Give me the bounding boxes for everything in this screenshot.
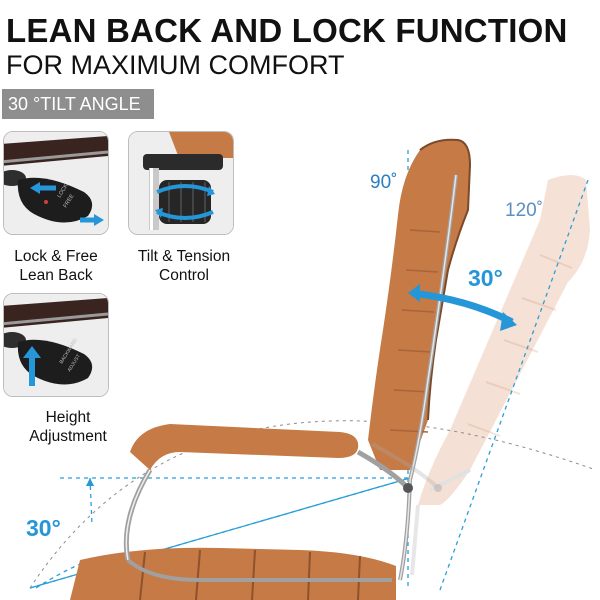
subheadline: FOR MAXIMUM COMFORT <box>6 50 345 80</box>
angle-label-120: 120˚ <box>505 200 544 221</box>
angle-label-recline: 30° <box>468 265 503 291</box>
upright-chair <box>368 138 472 581</box>
feature-tile-height: BACKWARD ADJUST <box>3 293 109 397</box>
ghost-armrest <box>371 442 442 492</box>
feature-caption-lock-line2: Lean Back <box>19 267 93 284</box>
feature-tile-tension <box>128 131 234 235</box>
tension-knob-icon <box>129 132 233 234</box>
reclined-chair-ghost-stripes <box>467 254 573 437</box>
feature-caption-height: Height Adjustment <box>3 408 133 446</box>
height-lever-icon: BACKWARD ADJUST <box>4 294 108 396</box>
lock-lever-icon: LOCK FREE <box>4 132 108 234</box>
feature-caption-lock-line1: Lock & Free <box>14 248 98 265</box>
feature-caption-lock: Lock & Free Lean Back <box>3 247 109 285</box>
angle-label-90: 90˚ <box>370 172 398 193</box>
feature-tile-lock: LOCK FREE <box>3 131 109 235</box>
feature-caption-tension: Tilt & Tension Control <box>128 247 240 285</box>
chair-seat <box>70 547 396 600</box>
reclined-chair-ghost <box>410 175 590 576</box>
feature-caption-height-line2: Adjustment <box>29 428 107 445</box>
headline: LEAN BACK AND LOCK FUNCTION <box>6 12 568 49</box>
recline-arc <box>408 284 517 331</box>
feature-caption-tension-line2: Control <box>159 267 209 284</box>
base-angle-arrow <box>86 478 94 486</box>
armrest <box>123 424 413 582</box>
tilt-angle-tag: 30 °TILT ANGLE <box>2 89 154 119</box>
feature-caption-height-line1: Height <box>45 409 91 426</box>
angle-label-base-tilt: 30° <box>26 515 61 541</box>
feature-caption-tension-line1: Tilt & Tension <box>137 248 231 265</box>
